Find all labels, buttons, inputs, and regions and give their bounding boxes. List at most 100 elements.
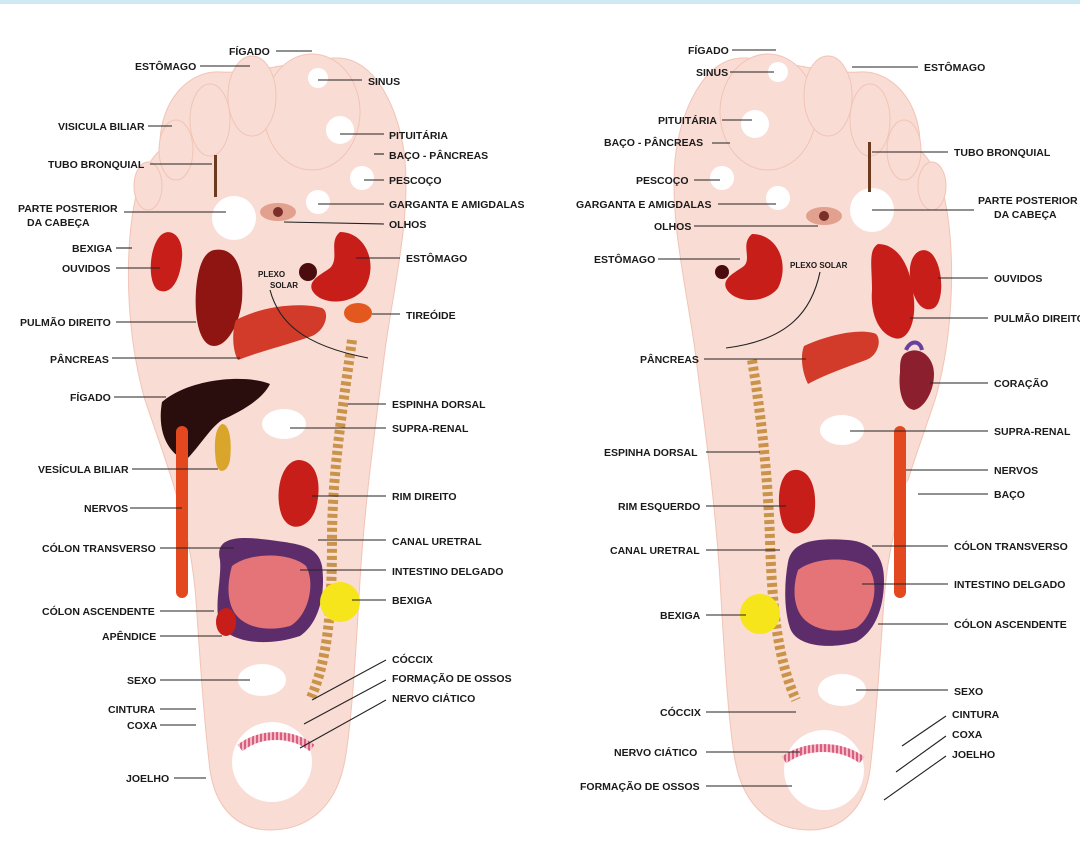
right-toe-5 (917, 161, 947, 211)
left-kidney-icon (278, 460, 319, 527)
left-bladder-icon (320, 582, 360, 622)
r-label-baco-pancreas: BAÇO - PÂNCREAS (604, 136, 703, 149)
left-pancreas-icon (233, 305, 327, 360)
label-olhos: OLHOS (389, 219, 426, 231)
left-sexo-zone (238, 664, 286, 696)
label-colon-transverso: CÓLON TRANSVERSO (42, 542, 156, 555)
r-label-bexiga: BEXIGA (660, 610, 701, 622)
left-plexo-curve (269, 289, 369, 359)
left-cabeca-zone (212, 196, 256, 240)
r-label-nervos: NERVOS (994, 465, 1038, 477)
r-label-formacao-ossos: FORMAÇÃO DE OSSOS (580, 780, 700, 793)
right-plexo-curve (725, 271, 821, 349)
right-small-intestine-icon (794, 559, 875, 631)
r-label-garganta: GARGANTA E AMIGDALAS (576, 199, 712, 211)
label-figado-top: FÍGADO (229, 45, 270, 58)
right-bronchial-tube-icon (868, 142, 871, 192)
r-label-supra-renal: SUPRA-RENAL (994, 426, 1071, 438)
r-label-joelho: JOELHO (952, 749, 995, 761)
label-visicula-biliar: VISICULA BILIAR (58, 121, 145, 133)
left-toe-2 (227, 55, 277, 137)
right-joelho-zone (784, 730, 864, 810)
label-supra-renal: SUPRA-RENAL (392, 423, 469, 435)
r-label-sexo: SEXO (954, 686, 983, 698)
r-label-coccix: CÓCCIX (660, 706, 701, 719)
r-label-canal-uretral: CANAL URETRAL (610, 545, 700, 557)
r-label-olhos: OLHOS (654, 221, 691, 233)
left-toe-3 (189, 83, 231, 157)
top-edge-bar (0, 0, 1080, 4)
right-baco-zone (904, 477, 924, 513)
left-nerve-icon (176, 426, 188, 598)
label-joelho: JOELHO (126, 773, 169, 785)
label-formacao-ossos: FORMAÇÃO DE OSSOS (392, 672, 512, 685)
label-apendice: APÊNDICE (102, 630, 156, 643)
label-bexiga: BEXIGA (392, 595, 433, 607)
label-pescoco: PESCOÇO (389, 175, 442, 187)
r-label-pancreas: PÂNCREAS (640, 353, 699, 366)
left-supra-renal-zone (262, 409, 306, 439)
label-coccix: CÓCCIX (392, 653, 433, 666)
right-kidney-icon (778, 469, 816, 534)
left-sinus-zone (308, 68, 328, 88)
right-sinus-zone (768, 62, 788, 82)
r-label-parte-posterior-2: DA CABEÇA (994, 209, 1057, 221)
left-toe-5 (133, 161, 163, 211)
left-iris-icon (273, 207, 283, 217)
r-label-estomago-top: ESTÔMAGO (924, 61, 985, 74)
r-label-parte-posterior-1: PARTE POSTERIOR (978, 195, 1078, 207)
right-garganta-zone (766, 186, 790, 210)
r-label-ouvidos: OUVIDOS (994, 273, 1042, 285)
right-toe-big (719, 53, 817, 171)
label-sinus: SINUS (368, 76, 400, 88)
r-label-colon-ascendente: CÓLON ASCENDENTE (954, 618, 1067, 631)
left-appendix-icon (216, 608, 236, 636)
r-label-tubo-bronquial: TUBO BRONQUIAL (954, 147, 1051, 159)
left-plexo-dot-icon (299, 263, 317, 281)
left-stomach-icon (311, 232, 371, 302)
r-label-figado: FÍGADO (688, 44, 729, 57)
left-toe-4 (158, 119, 194, 181)
right-bladder-icon (740, 594, 780, 634)
right-pancreas-icon (801, 331, 879, 384)
right-iris-icon (819, 211, 829, 221)
left-spine-icon (305, 339, 357, 703)
r-label-nervo-ciatico: NERVO CIÁTICO (614, 746, 697, 759)
right-heart-vessel-icon (904, 340, 924, 351)
r-label-espinha-dorsal: ESPINHA DORSAL (604, 447, 698, 459)
label-vesicula-biliar: VESÍCULA BILIAR (38, 463, 129, 476)
r-label-intestino-delgado: INTESTINO DELGADO (954, 579, 1065, 591)
left-pescoco-zone (350, 166, 374, 190)
label-bexiga-top: BEXIGA (72, 243, 113, 255)
r-label-estomago: ESTÔMAGO (594, 253, 655, 266)
label-pulmao-direito: PULMÃO DIREITO (20, 316, 111, 329)
left-garganta-zone (306, 190, 330, 214)
r-label-plexo-solar: PLEXO SOLAR (790, 261, 848, 270)
label-intestino-delgado: INTESTINO DELGADO (392, 566, 503, 578)
label-canal-uretral: CANAL URETRAL (392, 536, 482, 548)
left-pituitaria-zone (326, 116, 354, 144)
right-ear-icon (909, 250, 942, 310)
right-heart-icon (899, 350, 934, 410)
label-plexo: PLEXO (258, 270, 285, 279)
r-label-pulmao-direito: PULMÃO DIREITO (994, 312, 1080, 325)
left-bronchial-tube-icon (214, 155, 217, 197)
right-nerve-icon (894, 426, 906, 598)
left-liver-icon (160, 378, 270, 460)
right-labels: FÍGADO SINUS ESTÔMAGO PITUITÁRIA BAÇO - … (576, 44, 1080, 801)
right-stomach-icon (725, 234, 783, 300)
label-parte-posterior-2: DA CABEÇA (27, 217, 90, 229)
left-small-intestine-icon (228, 555, 311, 629)
label-nervo-ciatico: NERVO CIÁTICO (392, 692, 475, 705)
label-garganta: GARGANTA E AMIGDALAS (389, 199, 525, 211)
left-thyroid-icon (344, 303, 372, 323)
label-nervos: NERVOS (84, 503, 128, 515)
r-label-pituitaria: PITUITÁRIA (658, 114, 717, 127)
r-label-rim-esquerdo: RIM ESQUERDO (618, 501, 700, 513)
right-lung-icon (871, 244, 915, 339)
r-label-colon-transverso: CÓLON TRANSVERSO (954, 540, 1068, 553)
right-toe-4 (886, 119, 922, 181)
right-toe-2 (803, 55, 853, 137)
label-pancreas: PÂNCREAS (50, 353, 109, 366)
